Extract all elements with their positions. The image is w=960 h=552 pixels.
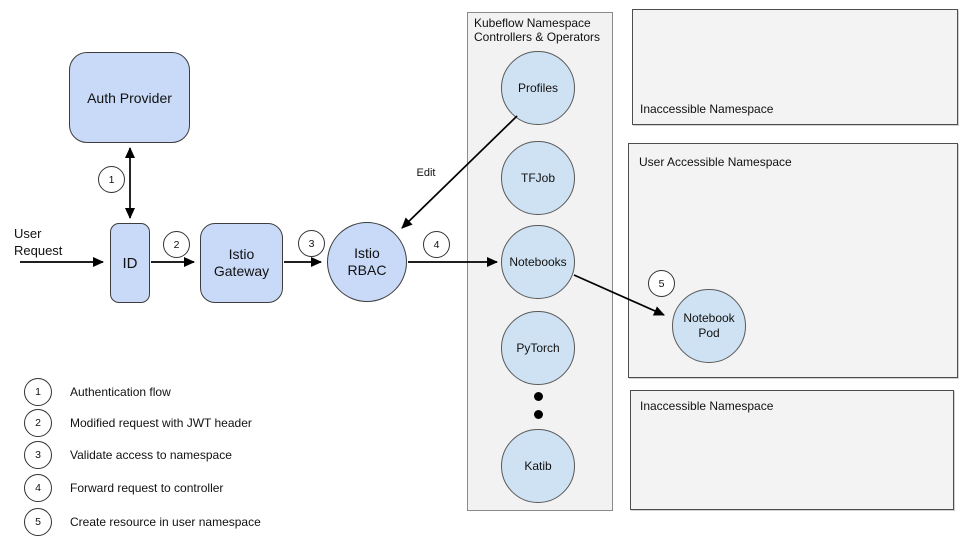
inaccessible-namespace-label-bottom: Inaccessible Namespace — [640, 399, 774, 413]
legend-item-3: 3 Validate access to namespace — [24, 441, 232, 469]
id-node-label: ID — [122, 254, 138, 272]
istio-rbac-label: Istio RBAC — [347, 245, 387, 278]
operator-label-katib: Katib — [524, 459, 552, 473]
legend-item-5: 5 Create resource in user namespace — [24, 508, 261, 536]
user-request-label: User Request — [14, 226, 63, 258]
inaccessible-namespace-box-bottom — [630, 390, 954, 510]
legend-text-3: Validate access to namespace — [70, 448, 232, 462]
legend-item-1: 1 Authentication flow — [24, 378, 171, 406]
operator-circle-katib: Katib — [501, 429, 575, 503]
edit-arrow-label: Edit — [416, 167, 436, 179]
inaccessible-namespace-box-top — [632, 9, 958, 125]
legend-text-4: Forward request to controller — [70, 481, 224, 495]
step-badge-4: 4 — [423, 231, 450, 258]
kubeflow-container-title: Kubeflow Namespace Controllers & Operato… — [474, 16, 601, 44]
legend-item-4: 4 Forward request to controller — [24, 474, 223, 502]
notebook-pod-label: Notebook Pod — [683, 311, 735, 340]
legend-text-5: Create resource in user namespace — [70, 515, 261, 529]
operator-label-tfjob: TFJob — [520, 171, 555, 185]
operator-circle-pytorch: PyTorch — [501, 311, 575, 385]
legend-badge-4: 4 — [24, 474, 52, 502]
legend-badge-1: 1 — [24, 378, 52, 406]
legend-badge-2: 2 — [24, 409, 52, 437]
istio-rbac-node: Istio RBAC — [327, 222, 407, 302]
ellipsis-dot-icon — [534, 410, 543, 419]
inaccessible-namespace-label-top: Inaccessible Namespace — [640, 102, 774, 116]
step-badge-3: 3 — [298, 230, 325, 257]
legend-text-2: Modified request with JWT header — [70, 416, 252, 430]
istio-gateway-label: Istio Gateway — [213, 246, 270, 279]
legend-badge-5: 5 — [24, 508, 52, 536]
step-badge-5: 5 — [648, 270, 675, 297]
step-badge-1: 1 — [98, 166, 125, 193]
auth-provider-label: Auth Provider — [87, 89, 172, 106]
notebook-pod-circle: Notebook Pod — [672, 289, 746, 363]
step-badge-2: 2 — [163, 231, 190, 258]
id-node: ID — [110, 223, 150, 303]
operator-label-pytorch: PyTorch — [516, 341, 560, 355]
auth-provider-node: Auth Provider — [69, 52, 190, 143]
operator-label-notebooks: Notebooks — [509, 255, 567, 269]
legend-badge-3: 3 — [24, 441, 52, 469]
operator-circle-profiles: Profiles — [501, 51, 575, 125]
operator-circle-notebooks: Notebooks — [501, 225, 575, 299]
ellipsis-dot-icon — [534, 392, 543, 401]
istio-gateway-node: Istio Gateway — [200, 223, 283, 303]
operator-circle-tfjob: TFJob — [501, 141, 575, 215]
legend-text-1: Authentication flow — [70, 385, 171, 399]
user-accessible-namespace-label: User Accessible Namespace — [639, 155, 792, 169]
operator-label-profiles: Profiles — [517, 81, 558, 95]
legend-item-2: 2 Modified request with JWT header — [24, 409, 252, 437]
